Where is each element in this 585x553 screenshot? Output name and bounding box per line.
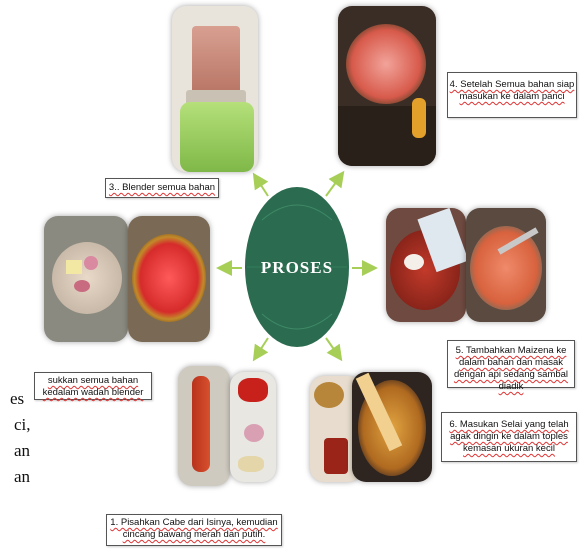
step2-photo-onion xyxy=(44,216,128,342)
step4-caption: 4. Setelah Semua bahan siap masukan ke d… xyxy=(447,72,577,118)
step6-caption: 6. Masukan Selai yang telah agak dingin … xyxy=(441,412,577,462)
step3-caption: 3.. Blender semua bahan xyxy=(105,178,219,198)
arrow-to-step4 xyxy=(326,174,342,196)
step1-photo-chili xyxy=(178,366,230,486)
side-text-fragment-4: an xyxy=(14,464,30,490)
step4-text: 4. Setelah Semua bahan siap masukan ke d… xyxy=(450,79,575,102)
step5-caption: 5. Tambahkan Maizena ke dalam bahan dan … xyxy=(447,340,575,388)
step5-photo-maizena xyxy=(386,208,466,322)
step5-photo-cook xyxy=(466,208,546,322)
step1-photo-onion xyxy=(230,372,276,482)
arrow-to-step1 xyxy=(255,338,268,358)
step2-text: sukkan semua bahan kedalam wadah blender xyxy=(43,375,144,398)
step6-photo-pour xyxy=(352,372,432,482)
step4-photo xyxy=(338,6,436,166)
step6-text: 6. Masukan Selai yang telah agak dingin … xyxy=(449,419,568,454)
side-text-fragment-3: an xyxy=(14,438,30,464)
side-text-fragment-2: ci, xyxy=(14,412,31,438)
step3-photo xyxy=(172,6,258,172)
step3-text: 3.. Blender semua bahan xyxy=(109,182,215,193)
step2-photo-chili xyxy=(128,216,210,342)
arrow-to-step3 xyxy=(255,176,268,196)
step1-text: 1. Pisahkan Cabe dari Isinya, kemudian c… xyxy=(110,517,277,540)
step2-caption: sukkan semua bahan kedalam wadah blender xyxy=(34,372,152,400)
step1-caption: 1. Pisahkan Cabe dari Isinya, kemudian c… xyxy=(106,514,282,546)
step5-text: 5. Tambahkan Maizena ke dalam bahan dan … xyxy=(454,345,568,392)
side-text-fragment-1: es xyxy=(10,386,24,412)
center-label: PROSES xyxy=(261,258,333,277)
arrow-to-step6 xyxy=(326,338,340,358)
